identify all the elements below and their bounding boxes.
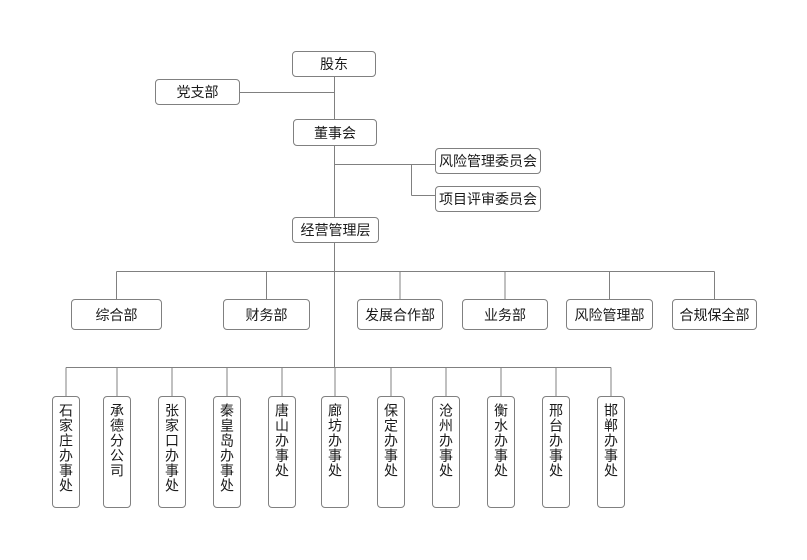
node-dept-business: 业务部 — [462, 299, 548, 330]
node-office-tangshan-label: 唐山办事处 — [274, 403, 290, 478]
node-dept-compliance-preservation-label: 合规保全部 — [679, 306, 750, 323]
node-office-qinhuangdao-label: 秦皇岛办事处 — [219, 403, 235, 493]
node-management-label: 经营管理层 — [300, 222, 371, 238]
node-dept-finance: 财务部 — [223, 299, 310, 330]
node-office-xingtai: 邢台办事处 — [542, 396, 570, 508]
node-party-branch: 党支部 — [155, 79, 240, 105]
node-board: 董事会 — [293, 119, 377, 146]
node-office-xingtai-label: 邢台办事处 — [548, 403, 564, 478]
node-office-zhangjiakou-label: 张家口办事处 — [164, 403, 180, 493]
node-risk-committee: 风险管理委员会 — [435, 148, 541, 174]
node-dept-finance-label: 财务部 — [245, 306, 288, 323]
node-board-label: 董事会 — [314, 124, 356, 141]
node-dept-business-label: 业务部 — [484, 306, 526, 323]
node-office-shijiazhuang-label: 石家庄办事处 — [58, 403, 74, 493]
node-office-tangshan: 唐山办事处 — [268, 396, 296, 508]
node-office-hengshui: 衡水办事处 — [487, 396, 515, 508]
node-dept-development-cooperation-label: 发展合作部 — [365, 306, 435, 323]
node-dept-risk-management: 风险管理部 — [566, 299, 653, 330]
node-dept-risk-management-label: 风险管理部 — [574, 306, 645, 323]
node-party-branch-label: 党支部 — [176, 84, 219, 100]
node-risk-committee-label: 风险管理委员会 — [439, 153, 537, 169]
node-office-handan-label: 邯郸办事处 — [603, 403, 619, 478]
node-office-langfang: 廊坊办事处 — [321, 396, 349, 508]
node-shareholders-label: 股东 — [320, 56, 348, 72]
node-dept-compliance-preservation: 合规保全部 — [672, 299, 757, 330]
node-office-hengshui-label: 衡水办事处 — [493, 403, 509, 478]
node-office-zhangjiakou: 张家口办事处 — [158, 396, 186, 508]
node-shareholders: 股东 — [292, 51, 376, 77]
node-office-handan: 邯郸办事处 — [597, 396, 625, 508]
node-office-cangzhou: 沧州办事处 — [432, 396, 460, 508]
node-office-chengde-label: 承德分公司 — [109, 403, 125, 478]
node-dept-general: 综合部 — [71, 299, 162, 330]
node-office-qinhuangdao: 秦皇岛办事处 — [213, 396, 241, 508]
node-office-chengde: 承德分公司 — [103, 396, 131, 508]
node-office-baoding-label: 保定办事处 — [383, 403, 399, 478]
node-dept-general-label: 综合部 — [95, 306, 138, 323]
node-office-shijiazhuang: 石家庄办事处 — [52, 396, 80, 508]
node-dept-development-cooperation: 发展合作部 — [357, 299, 443, 330]
node-office-langfang-label: 廊坊办事处 — [327, 403, 343, 478]
node-project-review-committee-label: 项目评审委员会 — [439, 191, 537, 207]
node-management: 经营管理层 — [292, 217, 379, 243]
node-project-review-committee: 项目评审委员会 — [435, 186, 541, 212]
node-office-baoding: 保定办事处 — [377, 396, 405, 508]
node-office-cangzhou-label: 沧州办事处 — [438, 403, 454, 478]
